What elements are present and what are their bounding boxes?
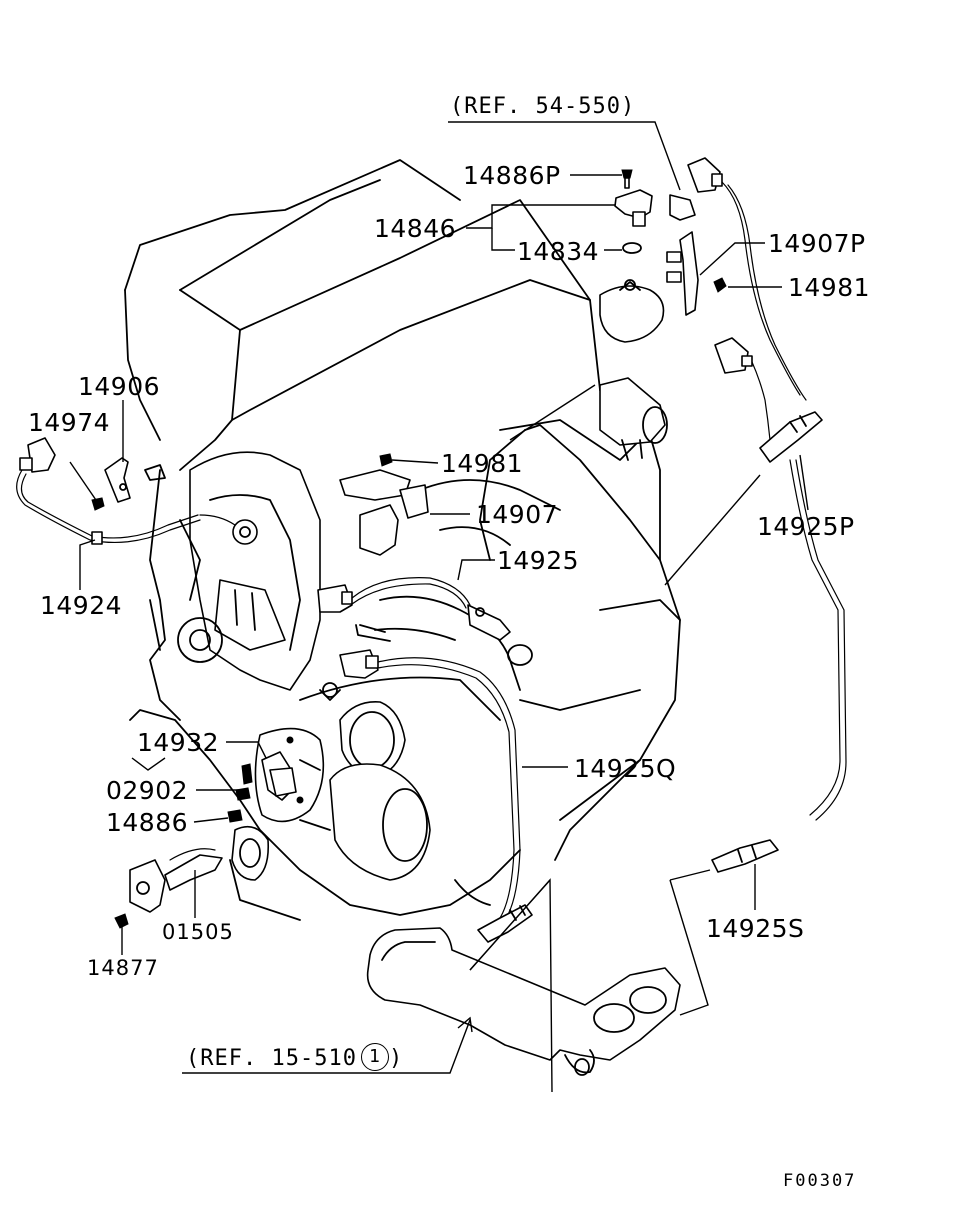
sensor-14932 [227, 751, 297, 823]
part-14886p-label: 14886P [463, 161, 561, 190]
part-02902-label: 02902 [106, 776, 189, 805]
part-14925q-label: 14925Q [574, 754, 677, 783]
bracket-14907 [339, 453, 429, 556]
part-14924-label: 14924 [40, 591, 123, 620]
part-14907p-label: 14907P [768, 229, 866, 258]
part-14932-label: 14932 [137, 728, 220, 757]
part-14846-label: 14846 [374, 214, 457, 243]
part-14981-top-label: 14981 [788, 273, 871, 302]
leader-lines [69, 121, 809, 1093]
part-14834-label: 14834 [517, 237, 600, 266]
ref-15-510-circle-number: 1 [360, 1043, 389, 1071]
bracket-14907p [666, 194, 727, 316]
ref-15-510-text: (REF. 15-510 [186, 1046, 357, 1071]
part-01505-label: 01505 [162, 920, 234, 944]
part-14981-mid-label: 14981 [441, 449, 524, 478]
bracket-14906 [91, 457, 131, 511]
ref-15-510-close-paren: ) [388, 1046, 404, 1071]
oxygen-sensor-14925 [317, 577, 511, 641]
engine-block-outline [124, 159, 681, 921]
sensor-01505 [114, 848, 223, 929]
part-14886-label: 14886 [106, 808, 189, 837]
oxygen-sensor-14925s [711, 839, 779, 873]
part-14907-label: 14907 [476, 500, 559, 529]
part-14877-label: 14877 [87, 956, 159, 980]
part-14925s-label: 14925S [706, 914, 805, 943]
oxygen-sensor-14925p [687, 157, 847, 821]
oxygen-sensor-14925q [339, 649, 533, 943]
knock-sensor-14924 [16, 437, 258, 545]
figure-code-label: F00307 [783, 1171, 857, 1191]
exhaust-manifold [366, 927, 681, 1076]
part-14925p-label: 14925P [757, 512, 855, 541]
ref-54-550-label: (REF. 54-550) [450, 94, 636, 119]
part-14906-label: 14906 [78, 372, 161, 401]
part-14925-label: 14925 [497, 546, 580, 575]
part-14974-label: 14974 [28, 408, 111, 437]
cam-position-sensor [614, 169, 653, 254]
